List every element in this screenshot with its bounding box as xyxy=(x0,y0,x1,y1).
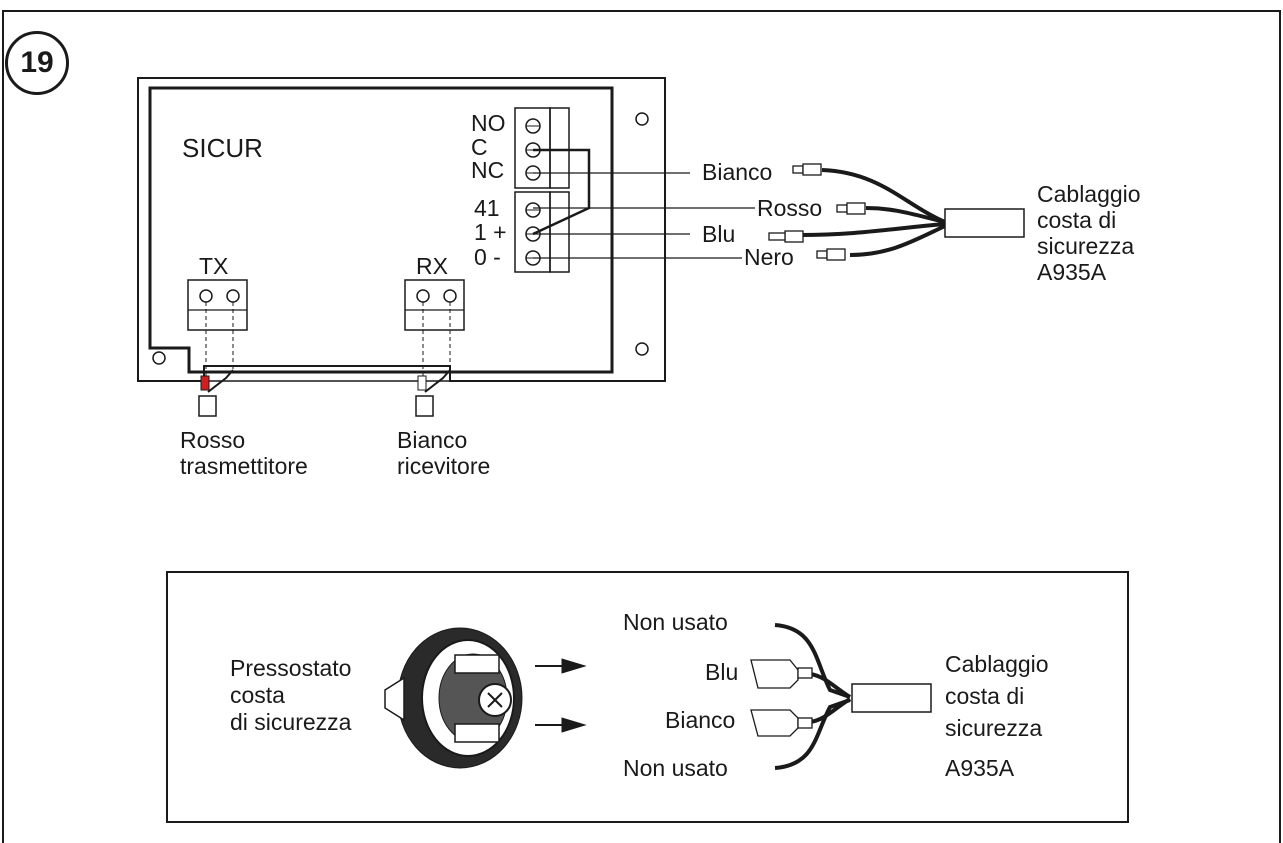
harness-body-top xyxy=(944,208,1025,238)
board-title: SICUR xyxy=(182,133,263,163)
lower-wire-label-unused-top: Non usato xyxy=(623,609,728,635)
pressure-switch-panel xyxy=(166,571,1129,823)
wire-label-blu: Blu xyxy=(702,221,736,247)
terminal-label-0minus: 0 - xyxy=(474,244,501,270)
lower-wire-label-bianco: Bianco xyxy=(665,707,736,733)
harness-wires-bottom xyxy=(774,623,852,770)
terminal-block-bottom xyxy=(514,191,570,273)
outer-frame xyxy=(2,10,1281,843)
lower-harness-caption-line-2: costa di xyxy=(945,683,1025,709)
lower-wire-label-blu: Blu xyxy=(705,659,739,685)
lower-harness-caption-line-3: sicurezza xyxy=(945,715,1043,741)
switch-caption-line-2: costa xyxy=(230,682,285,708)
harness-body-bottom xyxy=(851,683,932,713)
rx-label: RX xyxy=(416,253,448,279)
lower-wire-label-unused-bottom: Non usato xyxy=(623,755,728,781)
harness-wires-top xyxy=(799,168,946,257)
terminal-label-c: C xyxy=(471,134,488,160)
terminal-label-41: 41 xyxy=(474,195,500,221)
harness-caption-line-3: sicurezza xyxy=(1037,233,1135,259)
rx-caption-color: Bianco xyxy=(397,427,468,453)
arrow-icons xyxy=(535,658,587,733)
pressure-switch-icon xyxy=(384,627,523,769)
connectors-bottom xyxy=(750,659,813,737)
harness-caption-line-1: Cablaggio xyxy=(1037,181,1141,207)
switch-caption-line-1: Pressostato xyxy=(230,655,352,681)
wire-label-rosso: Rosso xyxy=(757,195,823,221)
rx-block xyxy=(404,279,465,417)
tx-caption-color: Rosso xyxy=(180,427,246,453)
lower-harness-caption-line-1: Cablaggio xyxy=(945,651,1049,677)
tx-block xyxy=(187,279,248,417)
leader-lines xyxy=(533,172,755,259)
harness-caption-line-4: A935A xyxy=(1037,259,1107,285)
figure-number: 19 xyxy=(5,31,69,95)
switch-caption-line-3: di sicurezza xyxy=(230,709,352,735)
tx-label: TX xyxy=(199,253,229,279)
jumper-wire xyxy=(532,148,591,236)
ferrules-top xyxy=(768,163,866,261)
wire-label-nero: Nero xyxy=(744,244,794,270)
terminal-label-1plus: 1 + xyxy=(474,219,507,245)
tx-caption-device: trasmettitore xyxy=(180,453,308,479)
lower-harness-caption-line-4: A935A xyxy=(945,755,1015,781)
sicur-board xyxy=(137,77,666,382)
terminal-label-nc: NC xyxy=(471,157,505,183)
terminal-block-top xyxy=(514,107,570,189)
rx-caption-device: ricevitore xyxy=(397,453,491,479)
terminal-label-no: NO xyxy=(471,110,506,136)
wire-label-bianco: Bianco xyxy=(702,159,773,185)
harness-caption-line-2: costa di xyxy=(1037,207,1117,233)
